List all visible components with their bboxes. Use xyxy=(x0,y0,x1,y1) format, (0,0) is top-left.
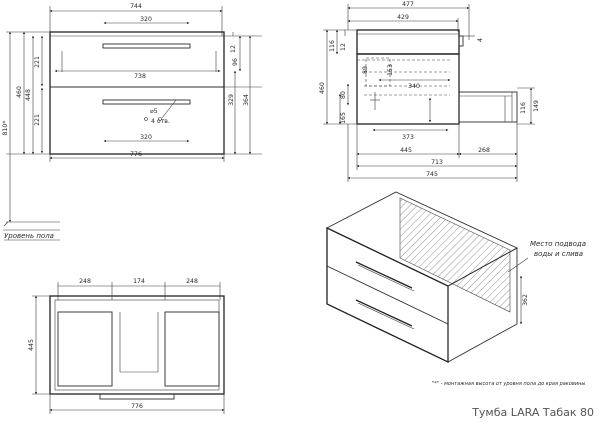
dim-side-477: 477 xyxy=(402,1,414,8)
dim-plan-445: 445 xyxy=(28,339,35,351)
dim-side-268: 268 xyxy=(478,147,490,154)
label-hole-diameter: ⌀5 xyxy=(150,108,158,115)
dim-side-429: 429 xyxy=(397,14,409,21)
dim-front-handle-top: 320 xyxy=(140,16,152,23)
dim-front-810: 810* xyxy=(2,121,9,136)
dim-side-713: 713 xyxy=(431,159,443,166)
dim-front-364: 364 xyxy=(243,94,250,106)
dim-side-745: 745 xyxy=(426,171,438,178)
dim-plan-248b: 248 xyxy=(186,278,198,285)
dim-front-744: 744 xyxy=(130,3,142,10)
dim-side-80: 80 xyxy=(340,91,347,99)
front-view: 744 320 738 ⌀5 4 отв. 320 776 810* xyxy=(2,3,262,241)
dim-plan-776: 776 xyxy=(131,403,143,410)
dim-front-738: 738 xyxy=(134,73,146,80)
dim-side-340: 340 xyxy=(408,83,420,90)
dim-side-12: 12 xyxy=(340,43,347,51)
dim-iso-362: 362 xyxy=(522,294,529,306)
dim-side-445: 445 xyxy=(400,147,412,154)
caption: Тумба LARA Табак 80 xyxy=(471,406,594,419)
dim-front-448: 448 xyxy=(25,89,32,101)
dim-side-116b: 116 xyxy=(520,102,527,114)
dim-front-12: 12 xyxy=(230,45,237,53)
dim-front-329: 329 xyxy=(228,94,235,106)
dim-front-460: 460 xyxy=(16,86,23,98)
label-holes-count: 4 отв. xyxy=(151,118,170,125)
supply-label-line1: Место подвода xyxy=(530,240,586,248)
dim-front-handle-bottom: 320 xyxy=(140,134,152,141)
supply-label-line2: воды и слива xyxy=(534,250,583,258)
dim-side-4: 4 xyxy=(477,38,484,42)
floor-level-label: Уровень пола xyxy=(4,232,54,240)
dim-plan-248a: 248 xyxy=(79,278,91,285)
plan-view: 248 174 248 445 776 xyxy=(28,278,225,414)
dim-side-116: 116 xyxy=(329,40,336,52)
dim-front-96: 96 xyxy=(232,58,239,66)
dim-side-165: 165 xyxy=(340,112,347,124)
footnote: "*" - монтажная высота от уровня пола до… xyxy=(432,381,585,387)
dim-front-221a: 221 xyxy=(34,56,41,68)
dim-side-460: 460 xyxy=(319,82,326,94)
dim-front-776: 776 xyxy=(130,151,142,158)
dim-side-89: 89 xyxy=(362,66,369,74)
dim-side-373: 373 xyxy=(402,134,414,141)
dim-side-153: 153 xyxy=(387,64,394,76)
dim-plan-174: 174 xyxy=(133,278,145,285)
iso-view: 362 Место подвода воды и слива xyxy=(325,191,586,364)
side-view: 477 429 4 340 373 460 116 12 89 153 xyxy=(319,1,540,182)
dim-side-149: 149 xyxy=(533,100,540,112)
dim-front-221b: 221 xyxy=(34,114,41,126)
